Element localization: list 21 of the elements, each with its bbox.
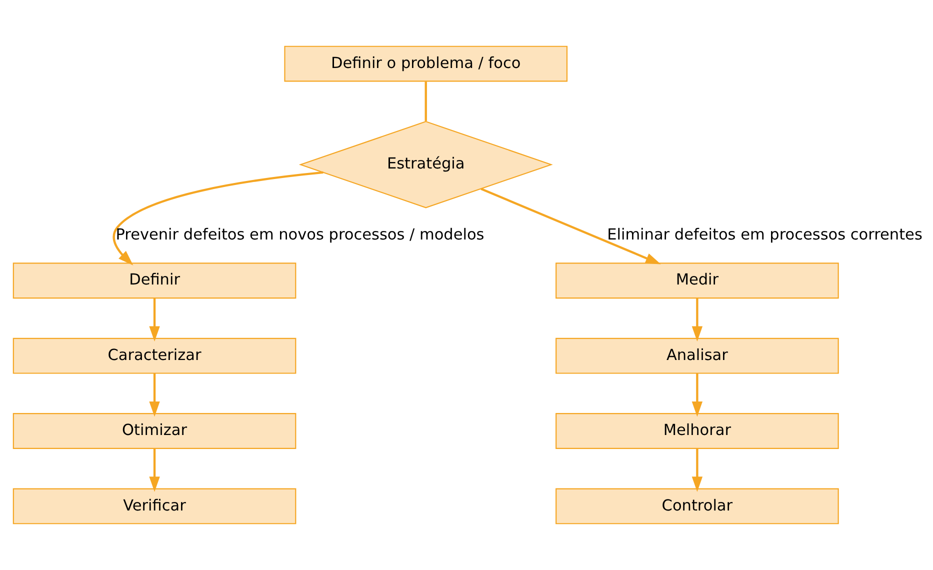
arrow <box>691 373 702 417</box>
node-box: Verificar <box>12 488 296 524</box>
node-box: Analisar <box>555 338 838 374</box>
edge-label: Prevenir defeitos em novos processos / modelos <box>115 225 484 244</box>
node-box: Definir o problema / foco <box>284 46 568 82</box>
node-box: Controlar <box>555 488 838 524</box>
arrow <box>691 298 702 342</box>
arrow <box>112 171 323 266</box>
node-box: Medir <box>555 262 838 299</box>
arrow <box>148 298 160 342</box>
node-box: Otimizar <box>12 413 296 449</box>
node-box: Melhorar <box>555 413 838 449</box>
connector <box>424 82 426 122</box>
node-diamond: Estratégia <box>298 120 552 208</box>
node-box: Definir <box>12 262 296 299</box>
edge-label: Eliminar defeitos em processos correntes <box>606 225 922 244</box>
node-box: Caracterizar <box>12 338 296 374</box>
arrow <box>148 373 160 417</box>
arrow <box>148 448 160 492</box>
arrow <box>691 448 702 492</box>
arrow <box>480 188 660 264</box>
